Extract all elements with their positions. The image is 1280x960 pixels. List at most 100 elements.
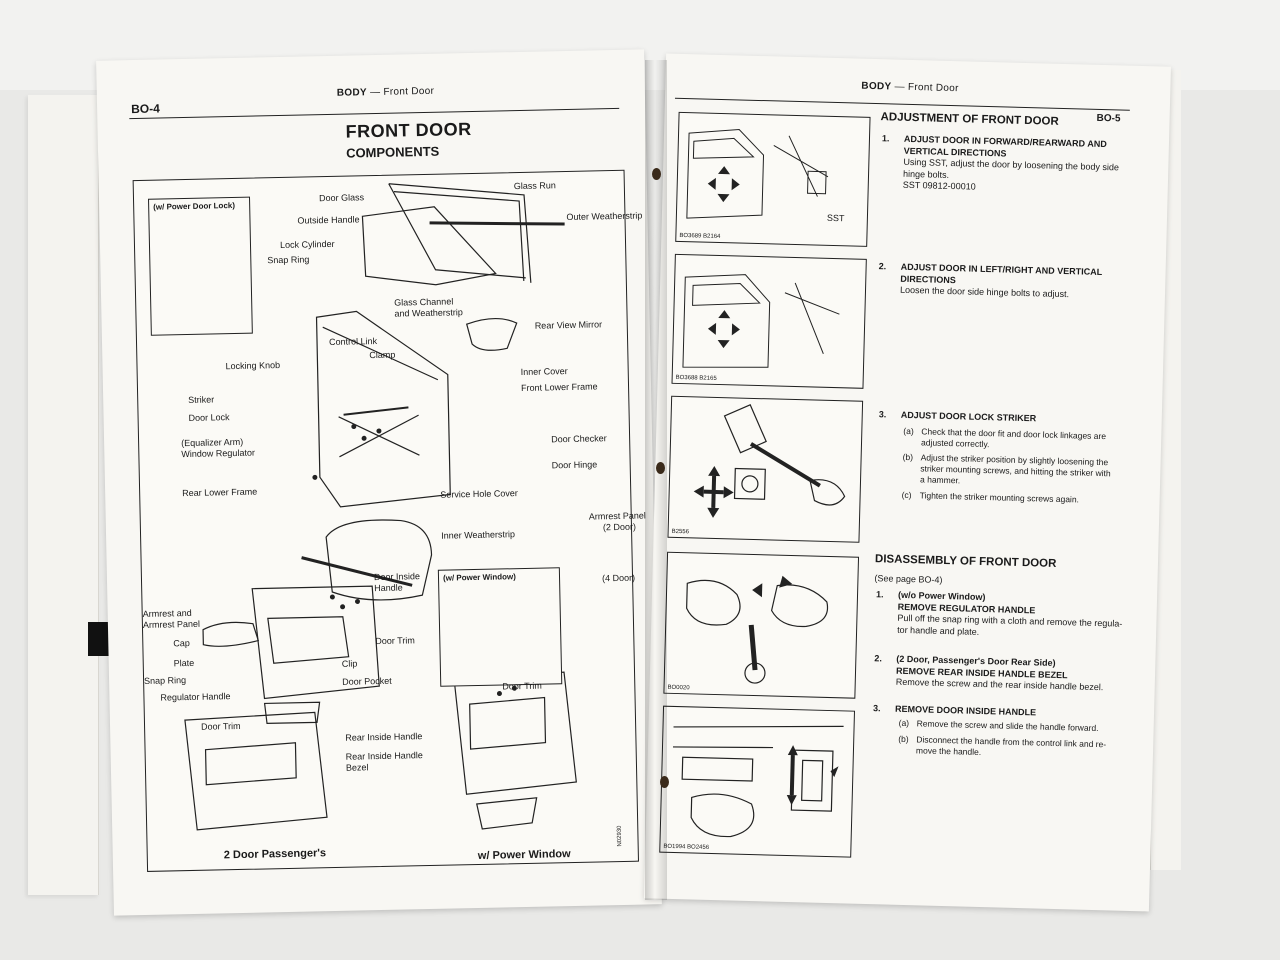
label-door-inside-handle-1: Door Inside [373,571,421,583]
label-and-weatherstrip: and Weatherstrip [394,307,463,319]
disassembly-step-1: 1. (w/o Power Window) REMOVE REGULATOR H… [876,589,1143,642]
figure-code-4: BO0020 [667,684,690,692]
label-armrest-and-2: Armrest Panel [142,618,201,630]
sub-key: (b) [902,451,914,463]
figure-drawing-1 [686,128,829,219]
figure-code-2: BO3688 B2165 [675,374,717,382]
step-heading-1: ADJUST DOOR LOCK STRIKER [900,409,1037,424]
label-door-glass: Door Glass [318,192,365,204]
label-equalizer-arm: (Equalizer Arm) [181,436,244,449]
running-head-dash: — [369,86,381,99]
label-rear-inside-handle-bezel-2: Bezel [345,762,369,773]
running-head-section: BODY [336,87,368,99]
figure-code-1: BO3689 B2164 [679,232,721,241]
label-outer-weatherstrip: Outer Weatherstrip [566,210,643,223]
label-door-lock: Door Lock [188,412,230,423]
running-head-dash: — [894,81,905,93]
sub-line-1: Tighten the striker mounting screws agai… [919,490,1080,505]
label-clip: Clip [341,658,358,669]
inset-power-window: (w/ Power Window) [437,567,563,687]
section-subtitle: COMPONENTS [345,143,440,161]
disassembly-title: DISASSEMBLY OF FRONT DOOR [874,553,1057,570]
label-rear-lower-frame: Rear Lower Frame [182,486,258,499]
disassembly-step-2: 2. (2 Door, Passenger's Door Rear Side) … [874,653,1142,695]
sub-key: (c) [901,489,912,501]
label-armrest-4door: (4 Door) [601,572,636,584]
label-inner-weatherstrip: Inner Weatherstrip [441,529,516,541]
figure-inside-handle-removal: BO1994 BO2456 [659,705,856,858]
figure-door-left-right: BO3688 B2165 [671,253,867,389]
adjust-step-1: 1. ADJUST DOOR IN FORWARD/REARWARD AND V… [882,133,1154,198]
inset-power-window-label: (w/ Power Window) [442,572,516,583]
figure-door-forward-rearward: SST BO3689 B2164 [675,111,871,247]
running-head-section: BODY [861,80,892,93]
label-clamp: Clamp [369,349,396,361]
figure-code: N02930 [616,825,624,847]
page-stack-left [28,95,99,895]
running-head-topic: Front Door [907,81,959,95]
label-inner-cover: Inner Cover [520,366,568,378]
label-striker: Striker [188,394,215,405]
figure-code-5: BO1994 BO2456 [663,843,710,851]
label-door-inside-handle-2: Handle [374,582,403,594]
label-outside-handle: Outside Handle [297,214,360,226]
figure-door-lock-striker: B2556 [667,395,864,543]
step-number: 3. [872,703,881,714]
label-snap-ring-top: Snap Ring [267,254,310,266]
label-snap-ring-bottom: Snap Ring [144,675,187,686]
label-armrest-panel-2door-2: (2 Door) [602,521,637,533]
step-number: 2. [874,653,883,664]
header-rule [674,97,1130,111]
label-regulator-handle: Regulator Handle [160,691,231,703]
label-window-regulator: Window Regulator [181,447,255,460]
left-page: BO-4 BODY — Front Door FRONT DOOR COMPON… [96,49,662,916]
running-head: BODY — Front Door [861,81,959,95]
label-lock-cylinder: Lock Cylinder [279,238,335,251]
figure-sst-label: SST [826,212,845,224]
figure-regulator-handle-removal: BO0020 [663,551,860,699]
label-door-checker: Door Checker [551,433,607,445]
step-number: 1. [875,589,884,600]
step-number: 2. [878,261,887,272]
label-front-lower-frame: Front Lower Frame [520,381,598,394]
striker-sub-a: (a) Check that the door fit and door loc… [903,426,1156,454]
page-number: BO-5 [1096,112,1121,125]
label-glass-run: Glass Run [513,180,556,192]
sub-key: (a) [903,425,914,437]
label-armrest-panel-2door-1: Armrest Panel [588,510,646,522]
caption-2-door-passengers: 2 Door Passenger's [223,847,327,862]
binding-ring [652,168,661,180]
page-title: FRONT DOOR [345,118,472,142]
adjust-step-2: 2. ADJUST DOOR IN LEFT/RIGHT AND VERTICA… [879,261,1151,303]
figure-drawing-5 [672,725,844,838]
running-head: BODY — Front Door [337,86,435,99]
label-control-link: Control Link [328,336,378,348]
label-plate: Plate [173,657,195,669]
binding-ring [656,462,665,474]
label-glass-channel: Glass Channel [394,296,454,308]
header-rule [129,107,620,120]
inset-power-door-lock: (w/ Power Door Lock) [148,196,253,336]
label-rear-inside-handle-bezel-1: Rear Inside Handle [345,750,423,762]
label-rear-inside-handle: Rear Inside Handle [345,731,423,743]
figure-drawing-2 [682,274,840,368]
handle-sub-b: (b) Disconnect the handle from the contr… [898,734,1146,762]
see-page-reference: (See page BO-4) [874,573,943,585]
step-number: 3. [878,409,887,420]
label-door-pocket: Door Pocket [342,675,392,687]
label-door-trim-pw: Door Trim [502,680,542,692]
adjust-step-3: 3. ADJUST DOOR LOCK STRIKER [879,409,1151,428]
page-number: BO-4 [130,101,160,117]
sub-key: (b) [898,733,909,745]
label-door-trim-2dp: Door Trim [200,720,241,732]
caption-power-window: w/ Power Window [477,848,571,863]
striker-sub-b: (b) Adjust the striker position by sligh… [903,452,1156,491]
binding-ring [660,776,669,788]
label-cap: Cap [173,637,190,649]
step-number: 1. [881,133,890,144]
adjustment-title: ADJUSTMENT OF FRONT DOOR [880,111,1059,128]
label-armrest-and-1: Armrest and [142,607,192,619]
label-locking-knob: Locking Knob [225,360,281,372]
figure-code-3: B2556 [671,528,690,536]
figure-drawing-3 [693,404,846,518]
